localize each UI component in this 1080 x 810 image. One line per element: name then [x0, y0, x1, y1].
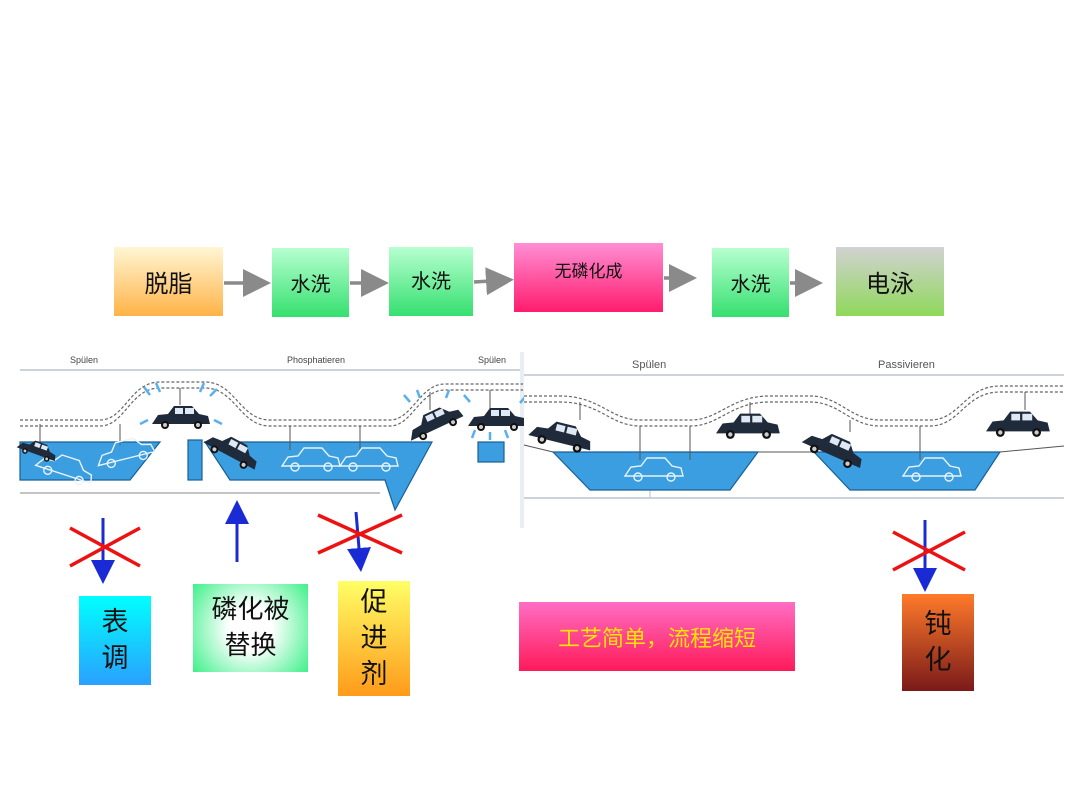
- step-label: 水洗: [290, 272, 331, 296]
- callout-line: 替换: [224, 631, 277, 661]
- flow-arrows: [224, 264, 823, 297]
- callout-phosphating-replaced: 磷化被 替换: [193, 584, 308, 672]
- step-degreasing: 脱脂: [114, 247, 223, 316]
- pretreatment-line-left: Spülen Phosphatieren Spülen: [15, 352, 527, 528]
- line-label-spulen-2: Spülen: [478, 355, 506, 365]
- flow-arrow: [473, 267, 514, 296]
- callout-char: 剂: [360, 658, 388, 690]
- callout-line: 磷化被: [211, 595, 290, 625]
- callout-char: 钝: [924, 608, 952, 640]
- callout-char: 促: [360, 586, 388, 618]
- step-label: 水洗: [411, 269, 451, 293]
- step-phosphate-free-conversion: 无磷化成: [514, 243, 663, 312]
- step-label: 无磷化成: [554, 262, 623, 282]
- step-rinse-1: 水洗: [272, 248, 349, 317]
- step-electrocoating: 电泳: [836, 247, 944, 316]
- callout-accelerator: 促 进 剂: [338, 581, 410, 696]
- callout-summary: 工艺简单，流程缩短: [519, 602, 795, 671]
- callout-char: 进: [360, 622, 388, 654]
- cross-mark: [892, 530, 966, 572]
- cross-mark: [317, 513, 403, 555]
- step-label: 脱脂: [144, 270, 193, 298]
- step-label: 电泳: [866, 270, 914, 298]
- cross-marks: [69, 513, 966, 572]
- callout-surface-conditioning: 表 调: [79, 596, 151, 685]
- step-label: 水洗: [730, 272, 771, 296]
- line-label-spulen-1: Spülen: [70, 355, 98, 365]
- line-label-spulen-3: Spülen: [632, 359, 666, 371]
- cross-mark: [69, 526, 141, 568]
- step-rinse-2: 水洗: [389, 247, 473, 316]
- callout-char: 化: [924, 644, 952, 676]
- callout-char: 表: [101, 606, 129, 638]
- line-label-passivieren: Passivieren: [878, 359, 935, 371]
- callout-char: 调: [101, 642, 129, 674]
- step-rinse-3: 水洗: [712, 248, 789, 317]
- callout-passivation: 钝 化: [902, 594, 974, 691]
- line-label-phosphatieren: Phosphatieren: [287, 355, 345, 365]
- pretreatment-line-right: Spülen Passivieren: [523, 352, 1065, 499]
- summary-text: 工艺简单，流程缩短: [557, 626, 756, 652]
